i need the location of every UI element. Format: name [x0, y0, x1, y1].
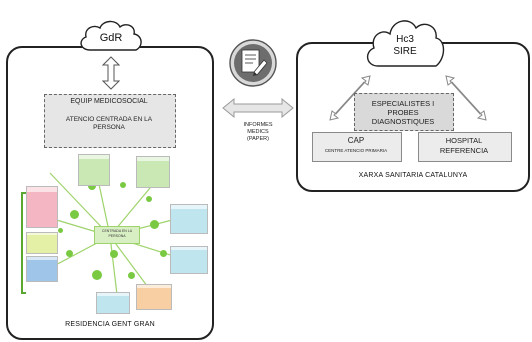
informes-label-line2: MEDICS	[247, 129, 269, 135]
hc3-label: Hc3	[396, 34, 414, 45]
center-node: CENTRADA EN LA PERSONA	[94, 226, 140, 244]
center-node-label: CENTRADA EN LA PERSONA	[101, 229, 133, 238]
sire-label: SIRE	[393, 46, 417, 57]
node-dot	[160, 250, 167, 257]
node-dot	[70, 210, 79, 219]
gdr-cloud-label: GdR	[99, 32, 123, 44]
especialistes-label: ESPECIALISTES I PROBES DIAGNOSTIQUES	[371, 99, 435, 126]
equip-medicosocial-box	[44, 94, 176, 148]
residencia-footer: RESIDENCIA GENT GRAN	[65, 321, 155, 328]
cap-box	[312, 132, 402, 162]
especialistes-box	[354, 93, 454, 131]
xarxa-footer: XARXA SANITARIA CATALUNYA	[358, 172, 468, 179]
node-dot	[120, 182, 126, 188]
group-box-right-1	[170, 204, 208, 234]
double-arrow-icon	[222, 98, 294, 118]
gdr-cloud-icon	[80, 20, 142, 51]
informes-label-line3: (PAPER)	[247, 136, 269, 142]
double-arrow-icon	[102, 56, 120, 90]
node-dot	[66, 250, 73, 257]
group-box-top-right	[136, 156, 170, 188]
node-dot	[92, 270, 102, 280]
group-box-top	[78, 154, 110, 186]
node-dot	[110, 250, 118, 258]
group-box-left-3	[26, 256, 58, 282]
hospital-line1: HOSPITAL	[445, 136, 483, 145]
node-dot	[146, 196, 152, 202]
group-box-bottom	[96, 292, 130, 314]
atencio-centrada-label: ATENCIO CENTRADA EN LA PERSONA	[65, 116, 153, 131]
node-dot	[128, 272, 135, 279]
node-dot	[150, 220, 159, 229]
informes-label-line1: INFORMES	[243, 122, 273, 128]
group-box-right-2	[170, 246, 208, 274]
equip-medicosocial-label: EQUIP MEDICOSOCIAL	[70, 98, 148, 105]
double-arrow-icon	[329, 75, 487, 121]
group-box-bottom-right	[136, 284, 172, 310]
cap-title: CAP	[347, 136, 365, 145]
hospital-box	[418, 132, 512, 162]
cap-subtitle: CENTRE ATENCIO PRIMARIA	[324, 148, 388, 153]
hc3-cloud-icon	[367, 20, 445, 67]
document-edit-icon	[229, 39, 277, 87]
node-dot	[88, 182, 96, 190]
group-box-left-2	[26, 232, 58, 254]
node-dot	[58, 228, 63, 233]
hospital-line2: REFERENCIA	[439, 146, 489, 155]
group-box-left-1	[26, 186, 58, 228]
